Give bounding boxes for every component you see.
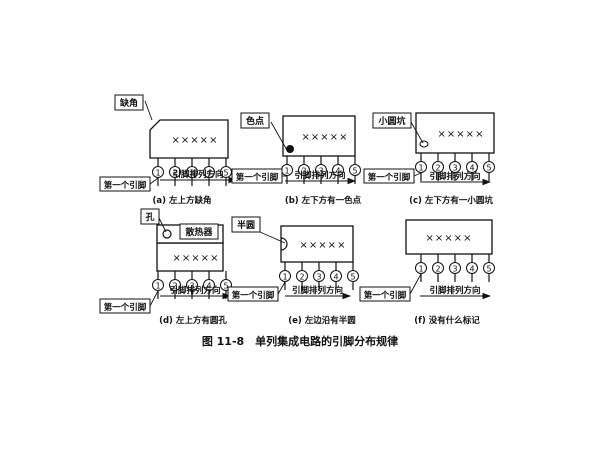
pin-number: 5: [486, 265, 491, 274]
direction-label: 引脚排列方向: [429, 171, 480, 182]
pin-number: 4: [206, 169, 211, 178]
first-pin-label: 第一个引脚: [232, 290, 275, 301]
callout-text: 散热器: [185, 226, 213, 238]
chip-body: [149, 119, 229, 159]
first-pin-label: 第一个引脚: [368, 172, 411, 183]
pin-number: 4: [335, 167, 340, 176]
pin-number: 3: [318, 167, 323, 176]
pin-number: 2: [299, 273, 304, 282]
chip-body: [280, 225, 354, 263]
first-pin-label: 第一个引脚: [236, 172, 279, 183]
first-pin-pointer: [277, 281, 286, 295]
callout-box: [372, 112, 412, 129]
pin-number: 5: [223, 282, 228, 291]
panel-caption: (f) 没有什么标记: [414, 315, 480, 326]
callout-pointer: [259, 231, 286, 244]
callout-box: [231, 216, 261, 233]
pin-number: 4: [469, 164, 474, 173]
callout-text: 小圆坑: [377, 115, 405, 127]
pin-number: 1: [418, 164, 423, 173]
panel-c: ××××× 1 2 3 4 5 第一个引脚 引脚排列方向 小圆坑 (c) 左下方有一小圆坑: [363, 112, 495, 206]
pin-number: 3: [189, 282, 194, 291]
pin-number: 1: [284, 167, 289, 176]
direction-label: 引脚排列方向: [292, 285, 343, 296]
pin-number: 1: [418, 265, 423, 274]
panel-caption: (a) 左上方缺角: [153, 195, 212, 206]
panel-f: ××××× 1 2 3 4 5 第一个引脚 引脚排列方向 (f) 没有什么标记: [359, 219, 495, 326]
pin-number: 5: [352, 167, 357, 176]
direction-label: 引脚排列方向: [429, 285, 480, 296]
callout-pointer: [270, 121, 289, 153]
callout-text: 色点: [246, 115, 264, 127]
direction-label: 引脚排列方向: [169, 285, 220, 296]
first-pin-label: 第一个引脚: [104, 302, 147, 313]
chip-marking: ×××××: [426, 233, 473, 244]
first-pin-label: 第一个引脚: [104, 180, 147, 191]
chip-marking: ×××××: [302, 132, 349, 143]
callout-pointer: [158, 217, 167, 233]
pin-number: 3: [452, 164, 457, 173]
pin-number: 1: [155, 169, 160, 178]
first-pin-pointer: [409, 273, 422, 295]
pin-number: 4: [206, 282, 211, 291]
figure-caption: 图 11-8 单列集成电路的引脚分布规律: [202, 334, 398, 348]
callout-box: [114, 94, 144, 111]
callout-box: [240, 112, 270, 129]
pin-number: 5: [486, 164, 491, 173]
chip-marking: ×××××: [173, 253, 220, 264]
pin-number: 2: [301, 167, 306, 176]
callout-text: 半圆: [237, 219, 255, 231]
chip-marking: ×××××: [172, 135, 219, 146]
chip-marking: ×××××: [300, 240, 347, 251]
callout-pointer: [144, 100, 153, 121]
first-pin-label: 第一个引脚: [364, 290, 407, 301]
panel-e: ××××× 1 2 3 4 5 第一个引脚 引脚排列方向 半圆 (e) 左边沿有半圆: [227, 216, 359, 326]
panel-a: ××××× 1 2 3 4 5 第一个引脚 引脚排列方向 缺角 (a) 左上方缺角: [99, 94, 238, 206]
pin-number: 2: [172, 169, 177, 178]
chip-body: [156, 242, 224, 272]
panel-caption: (c) 左下方有一小圆坑: [409, 195, 493, 206]
chip-body: [405, 219, 493, 255]
panel-caption: (d) 左上方有圆孔: [159, 315, 227, 326]
first-pin-pointer: [413, 172, 422, 177]
panel-b: ××××× 1 2 3 4 5 第一个引脚 引脚排列方向 色点 (b) 左下方有一色点: [231, 112, 362, 206]
pin-number: 5: [223, 169, 228, 178]
callout-text: 缺角: [119, 97, 138, 109]
callout-box: [140, 208, 160, 225]
pin-number: 3: [452, 265, 457, 274]
pin-number: 3: [316, 273, 321, 282]
chip-body: [282, 115, 356, 157]
pin-number: 1: [282, 273, 287, 282]
panel-caption: (b) 左下方有一色点: [285, 195, 362, 206]
pin-number: 2: [172, 282, 177, 291]
direction-label: 引脚排列方向: [294, 170, 345, 181]
half-circle-notch: [280, 237, 288, 251]
pin-number: 4: [333, 273, 338, 282]
mounting-hole: [162, 229, 172, 239]
first-pin-pointer: [149, 290, 159, 307]
panel-caption: (e) 左边沿有半圆: [288, 315, 356, 326]
pin-number: 3: [189, 169, 194, 178]
chip-marking: ×××××: [438, 129, 485, 140]
direction-label: 引脚排列方向: [172, 169, 223, 180]
pin-number: 2: [435, 164, 440, 173]
color-dot: [286, 145, 294, 153]
callout-text: 孔: [145, 211, 154, 223]
pin-number: 2: [435, 265, 440, 274]
first-pin-pointer: [149, 177, 159, 185]
pin-number: 5: [350, 273, 355, 282]
small-pit: [419, 140, 429, 148]
pin-number: 1: [155, 282, 160, 291]
callout-box: [179, 223, 219, 240]
callout-pointer: [410, 121, 424, 144]
pin-number: 4: [469, 265, 474, 274]
